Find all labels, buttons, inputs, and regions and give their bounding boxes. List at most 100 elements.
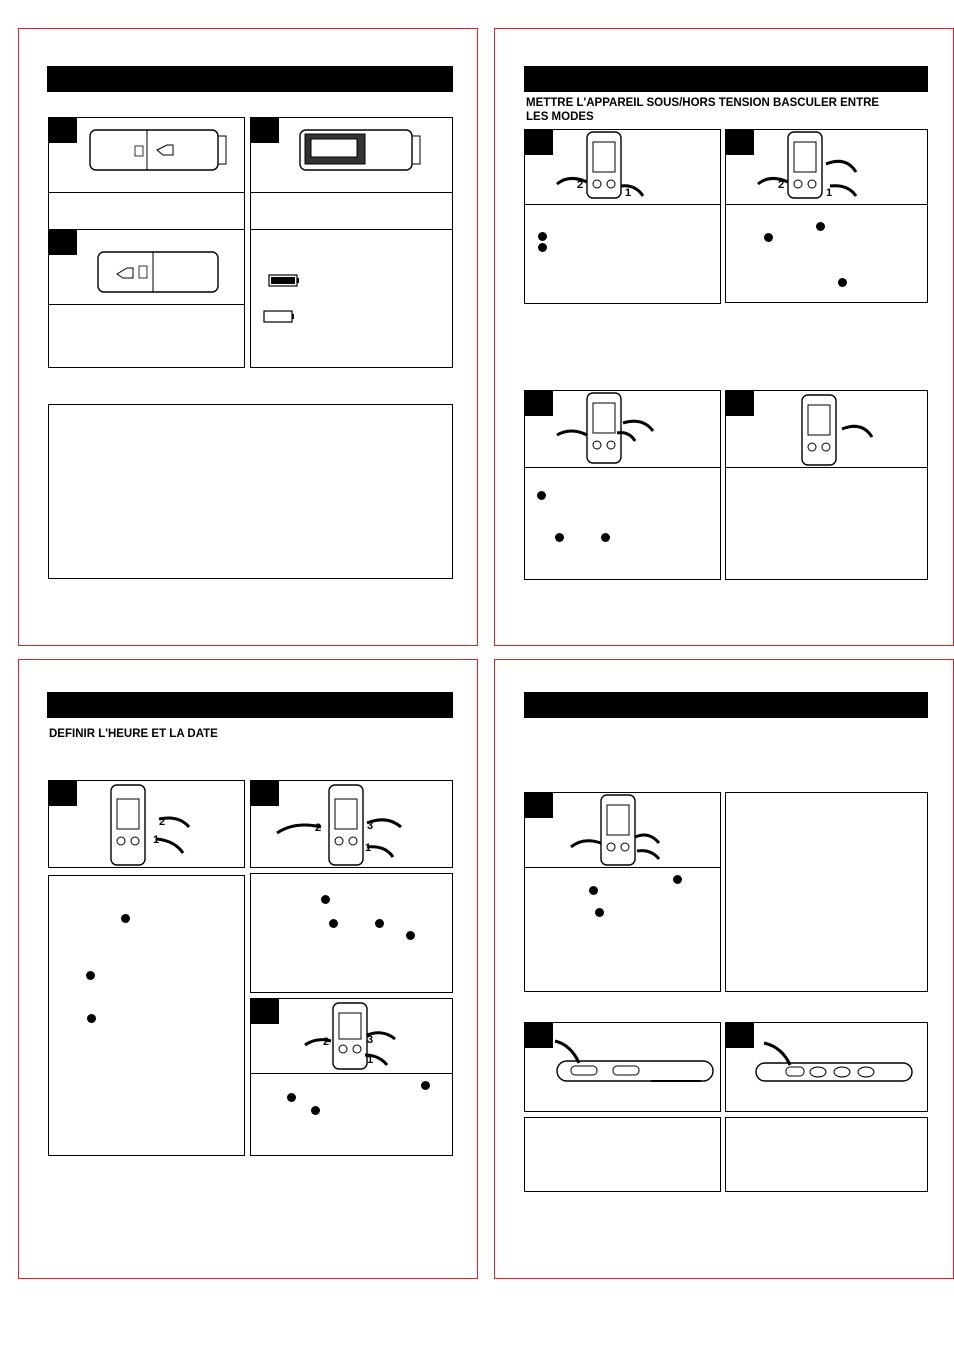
title-bar [47,692,453,718]
title-bar [524,692,928,718]
curved-arrow-icon [634,833,661,845]
page-power-modes: METTRE L'APPAREIL SOUS/HORS TENSION BASC… [494,28,954,646]
step-box-power-3 [524,390,721,580]
arrow-label: 2 [323,1036,329,1048]
step-number-badge [251,781,279,806]
step-number-badge [726,391,754,416]
curved-arrow-icon [156,837,185,854]
divider [251,1073,452,1074]
bullet-dot [86,971,95,980]
step-box-settings-1 [524,792,721,992]
instruction-box-settings-3 [725,1117,928,1192]
divider [251,192,452,193]
curved-arrow-icon [364,1053,389,1066]
arrow-label: 1 [625,187,631,199]
bullet-dot [537,491,546,500]
bullet-dot [838,278,847,287]
device-icon: 2 3 1 [276,784,402,866]
step-box-1 [48,117,245,230]
arrow-label: 2 [577,179,583,191]
step-box-power-1: 2 1 [524,129,721,304]
curved-arrow-icon [622,419,655,432]
divider [49,304,244,305]
step-box-2 [250,117,453,230]
bullet-dot [595,908,604,917]
section-heading: METTRE L'APPAREIL SOUS/HORS TENSION BASC… [526,96,879,124]
arrow-label: 1 [153,834,159,846]
bullet-dot [673,875,682,884]
device-icon [570,794,661,866]
curved-arrow-icon [158,816,191,829]
bullet-dot [287,1093,296,1102]
curved-arrow-icon [757,177,789,186]
page-time-date: DEFINIR L'HEURE ET LA DATE 2 1 2 3 1 [18,659,478,1279]
step-number-badge [49,230,77,255]
device-icon: 2 1 [110,784,191,866]
curved-arrow-icon [620,184,645,197]
curved-arrow-icon [276,823,322,835]
curved-arrow-icon [554,1039,581,1064]
step-number-badge [525,130,553,155]
divider [726,467,927,468]
bullet-dot [555,533,564,542]
divider [49,192,244,193]
step-number-badge [251,118,279,143]
curved-arrow-icon [556,429,588,437]
divider [525,467,720,468]
bullet-dot [121,914,130,923]
battery-full-icon [268,274,299,287]
hand-pointer-icon [116,267,134,279]
divider [525,204,720,205]
curved-arrow-icon [763,1041,792,1066]
step-number-badge [49,781,77,806]
bullet-dot [538,232,547,241]
hand-pointer-icon [156,144,174,156]
curved-arrow-icon [366,818,402,829]
step-number-badge [525,1023,553,1048]
instruction-box-time-left [48,875,245,1156]
battery-door-illustration [89,129,227,171]
bullet-dot [321,895,330,904]
device-icon: 2 1 [757,131,858,199]
bullet-dot [311,1106,320,1115]
arrow-label: 2 [315,822,321,834]
bullet-dot [87,1014,96,1023]
curved-arrow-icon [829,184,858,197]
step-number-badge [525,793,553,818]
instruction-box-time-right [250,873,453,993]
bullet-dot [764,233,773,242]
title-bar [524,66,928,92]
curved-arrow-icon [636,849,661,860]
curved-arrow-icon [366,845,395,858]
step-number-badge [49,118,77,143]
arrow-label: 2 [159,816,165,828]
device-icon [801,394,874,466]
page-battery [18,28,478,646]
battery-indicator-box [250,229,453,368]
device-icon [556,392,655,464]
device-icon: 2 1 [556,131,645,199]
curved-arrow-icon [304,1038,332,1047]
step-number-badge [726,1023,754,1048]
bullet-dot [816,222,825,231]
battery-door-closed-illustration [97,251,219,293]
arrow-label: 3 [367,1034,373,1046]
step-box-power-4 [725,390,928,580]
page-settings [494,659,954,1279]
step-box-settings-3 [725,1022,928,1112]
divider [726,204,927,205]
battery-empty-icon [263,310,294,323]
notice-box [48,404,453,579]
step-box-time-3: 2 3 1 [250,998,453,1156]
curved-arrow-icon [556,177,588,186]
step-number-badge [251,999,279,1024]
title-bar [47,66,453,92]
bullet-dot [538,243,547,252]
step-box-power-2: 2 1 [725,129,928,303]
arrow-label: 1 [367,1054,373,1066]
curved-arrow-icon [366,1031,396,1041]
arrow-label: 1 [826,187,832,199]
curved-arrow-icon [841,424,874,438]
step-box-settings-2 [524,1022,721,1112]
device-side-view-illustration [554,1039,714,1082]
